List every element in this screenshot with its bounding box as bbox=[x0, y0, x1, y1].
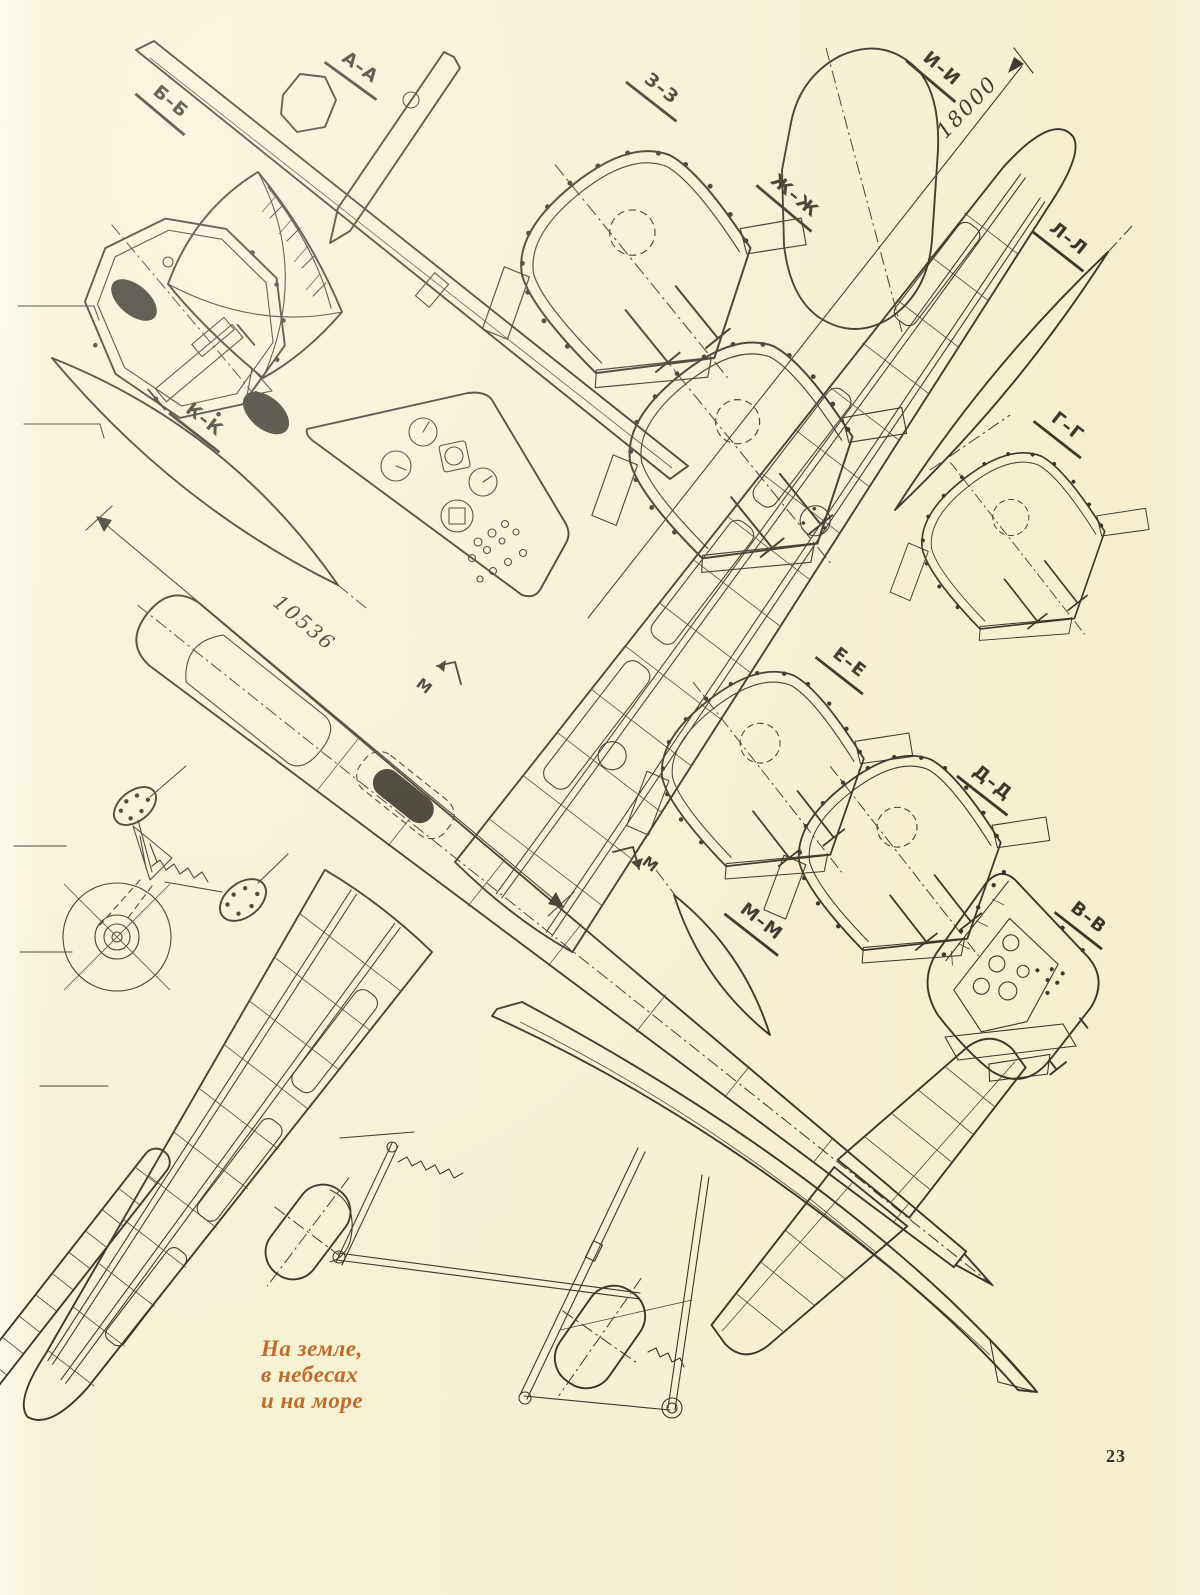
section-kk-shape bbox=[51, 357, 367, 609]
fin-silhouette-plan bbox=[491, 1001, 1038, 1393]
section-label-dd: Д–Д bbox=[956, 761, 1017, 817]
series-caption: На земле, в небесах и на море bbox=[261, 1336, 363, 1414]
svg-text:З–З: З–З bbox=[640, 69, 683, 109]
section-ee-shape bbox=[581, 595, 952, 960]
tailplane-right-plan bbox=[836, 1037, 1027, 1219]
svg-text:И–И: И–И bbox=[919, 47, 965, 90]
cut-mark-m-top: М bbox=[413, 660, 462, 698]
svg-text:Ж–Ж: Ж–Ж bbox=[766, 170, 822, 222]
stabilizer-tip-hatch bbox=[944, 1023, 1077, 1061]
section-aa-shape bbox=[280, 73, 337, 133]
section-mm-shape bbox=[655, 869, 771, 1036]
svg-text:К–К: К–К bbox=[182, 399, 228, 441]
svg-text:Г–Г: Г–Г bbox=[1047, 408, 1087, 446]
aileron-strip bbox=[0, 1147, 171, 1420]
datum-lines bbox=[13, 305, 415, 1139]
tailplane-left-plan bbox=[710, 1166, 909, 1356]
dimension-length: 10536 bbox=[85, 505, 575, 917]
svg-text:А–А: А–А bbox=[338, 47, 383, 87]
instrument-panel-detail bbox=[305, 391, 570, 598]
page-number: 23 bbox=[1106, 1446, 1126, 1466]
section-bb-shape bbox=[84, 217, 286, 419]
svg-text:Д–Д: Д–Д bbox=[969, 761, 1017, 805]
section-dd-shape bbox=[718, 679, 1089, 1044]
section-label-vv: В–В bbox=[1053, 897, 1110, 951]
caption-line-2: в небесах bbox=[261, 1362, 359, 1387]
svg-text:В–В: В–В bbox=[1066, 897, 1110, 938]
section-ll-shape bbox=[894, 225, 1133, 511]
section-label-ll: Л–Л bbox=[1032, 217, 1091, 273]
svg-text:Л–Л: Л–Л bbox=[1045, 217, 1091, 259]
wheel-center bbox=[553, 1277, 647, 1397]
main-gear-detail bbox=[329, 1141, 710, 1419]
section-vv-shape bbox=[926, 869, 1100, 1082]
section-label-gg: Г–Г bbox=[1032, 408, 1088, 460]
section-ii-shape bbox=[781, 47, 940, 333]
section-label-aa: А–А bbox=[323, 47, 383, 101]
caption-line-3: и на море bbox=[261, 1388, 364, 1413]
section-label-zz: З–З bbox=[625, 69, 683, 123]
wing-left-plan bbox=[22, 868, 433, 1421]
wheel-left bbox=[264, 1177, 352, 1287]
svg-text:Е–Е: Е–Е bbox=[829, 643, 871, 682]
tail-surface-side-blades bbox=[135, 40, 689, 480]
section-label-mm: М–М bbox=[723, 899, 787, 957]
section-label-bb: Б–Б bbox=[134, 81, 193, 137]
svg-text:Б–Б: Б–Б bbox=[149, 81, 193, 122]
nose-gear-detail bbox=[62, 765, 289, 992]
canopy-detail bbox=[111, 171, 343, 435]
svg-text:М–М: М–М bbox=[736, 899, 787, 945]
caption-line-1: На земле, bbox=[261, 1336, 363, 1361]
section-label-ee: Е–Е bbox=[814, 643, 871, 696]
svg-text:М: М bbox=[413, 674, 436, 697]
section-label-zhzh: Ж–Ж bbox=[755, 170, 823, 233]
length-value: 10536 bbox=[269, 590, 341, 656]
fuselage-plan bbox=[135, 594, 996, 1288]
